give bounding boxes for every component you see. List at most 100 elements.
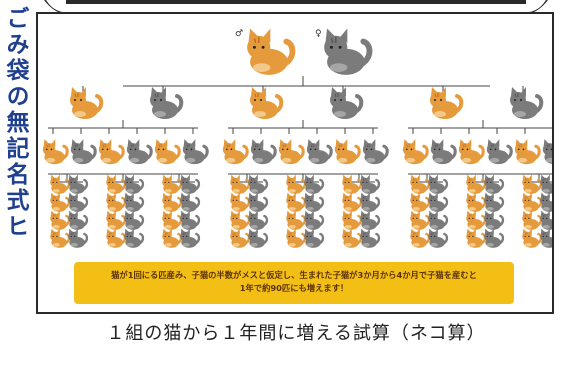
gen4-cat-2-2-1-0: [540, 174, 552, 194]
gen4-cat-2-0-1-2: [428, 210, 449, 230]
gen4-cat-2-2-1-3: [540, 228, 552, 248]
gen4-cat-1-2-1-0: [360, 174, 381, 194]
gen4-cat-0-1-1-1: [124, 192, 145, 212]
cat-icons: [42, 28, 552, 248]
gen4-cat-0-2-0-1: [162, 192, 183, 212]
gen4-cat-0-2-1-0: [180, 174, 201, 194]
cat-tree-diagram: ♂ ♀: [42, 28, 552, 248]
gen4-cat-1-2-1-3: [360, 228, 381, 248]
gen4-cat-2-2-0-2: [522, 210, 543, 230]
gen4-cat-1-0-0-1: [230, 192, 251, 212]
gen2-cat-orange-0: [70, 87, 104, 119]
gen4-cat-2-0-0-0: [410, 174, 431, 194]
gen4-cat-0-2-1-1: [180, 192, 201, 212]
gen4-cat-0-2-0-0: [162, 174, 183, 194]
parent-cat-male: [247, 28, 296, 75]
gen4-cat-0-0-1-0: [68, 174, 89, 194]
gen4-cat-0-1-1-2: [124, 210, 145, 230]
gen3-cat-0-5: [182, 139, 209, 165]
gen4-cat-1-0-1-2: [248, 210, 269, 230]
caption: １組の猫から１年間に増える試算（ネコ算）: [106, 323, 486, 344]
gen4-cat-1-0-1-0: [248, 174, 269, 194]
gen4-cat-0-2-1-2: [180, 210, 201, 230]
info-banner: 猫が1回にる匹産み、子猫の半数がメスと仮定し、生まれた子猫が3か月から4か月で子…: [74, 262, 514, 304]
gen2-cat-gray-2: [510, 87, 544, 119]
gen4-cat-2-1-1-0: [484, 174, 505, 194]
gen4-cat-1-1-1-3: [304, 228, 325, 248]
gen4-cat-2-1-1-2: [484, 210, 505, 230]
gen3-cat-2-5: [542, 139, 552, 164]
gen4-cat-0-1-1-3: [124, 228, 145, 248]
gen4-cat-0-0-0-0: [50, 174, 71, 194]
gen4-cat-1-2-1-1: [360, 192, 381, 212]
gen3-cat-0-0: [42, 139, 69, 165]
gen4-cat-0-2-1-3: [180, 228, 201, 248]
gen4-cat-2-2-0-0: [522, 174, 543, 194]
gen3-cat-1-4: [334, 139, 361, 165]
gen4-cat-0-0-0-3: [50, 228, 71, 248]
gen4-cat-1-1-1-1: [304, 192, 325, 212]
gen4-cat-2-0-0-2: [410, 210, 431, 230]
gen4-cat-1-2-0-0: [342, 174, 363, 194]
gen3-cat-1-0: [222, 139, 249, 165]
gen4-cat-0-0-1-1: [68, 192, 89, 212]
gen4-cat-0-1-1-0: [124, 174, 145, 194]
gen4-cat-0-0-1-3: [68, 228, 89, 248]
gen3-cat-2-2: [458, 139, 485, 165]
gen2-cat-gray-1: [330, 87, 364, 119]
gen4-cat-1-2-0-1: [342, 192, 363, 212]
gen4-cat-2-0-1-3: [428, 228, 449, 248]
gen4-cat-1-0-0-2: [230, 210, 251, 230]
gen3-cat-1-1: [250, 139, 277, 165]
gen3-cat-0-3: [126, 139, 153, 165]
gen4-cat-2-0-1-0: [428, 174, 449, 194]
gen4-cat-2-1-0-2: [466, 210, 487, 230]
gen4-cat-1-1-1-0: [304, 174, 325, 194]
gen4-cat-2-2-0-1: [522, 192, 543, 212]
gen4-cat-0-0-0-1: [50, 192, 71, 212]
gen4-cat-2-1-0-3: [466, 228, 487, 248]
gen4-cat-1-1-0-3: [286, 228, 307, 248]
gen3-cat-0-2: [98, 139, 125, 165]
gen4-cat-0-1-0-0: [106, 174, 127, 194]
gen4-cat-0-1-0-3: [106, 228, 127, 248]
gen4-cat-0-2-0-3: [162, 228, 183, 248]
gen3-cat-2-1: [430, 139, 457, 165]
gen3-cat-0-4: [154, 139, 181, 165]
side-title-strip: ごみ袋の無記名式ヒ: [0, 0, 30, 383]
gen4-cat-1-1-0-1: [286, 192, 307, 212]
gen4-cat-2-2-1-1: [540, 192, 552, 212]
gen2-cat-gray-0: [150, 87, 184, 119]
gen4-cat-1-0-1-1: [248, 192, 269, 212]
gen4-cat-2-1-0-1: [466, 192, 487, 212]
gen3-cat-0-1: [70, 139, 97, 165]
male-symbol: ♂: [235, 29, 243, 39]
gen4-cat-0-0-1-2: [68, 210, 89, 230]
gen4-cat-2-2-0-3: [522, 228, 543, 248]
gen4-cat-0-2-0-2: [162, 210, 183, 230]
gen4-cat-1-0-0-3: [230, 228, 251, 248]
gen4-cat-2-0-1-1: [428, 192, 449, 212]
gen4-cat-1-0-0-0: [230, 174, 251, 194]
side-title: ごみ袋の無記名式ヒ: [2, 6, 28, 240]
gen3-cat-1-2: [278, 139, 305, 165]
gen2-cat-orange-2: [430, 87, 464, 119]
female-symbol: ♀: [315, 29, 322, 39]
parent-cat-female: [324, 28, 373, 75]
gen4-cat-0-1-0-2: [106, 210, 127, 230]
gen4-cat-1-1-1-2: [304, 210, 325, 230]
diagram-frame: ♂ ♀ 猫が1回にる匹産み、子猫の半数がメスと仮定し、生まれた子猫が3か月から4…: [36, 12, 554, 314]
gen4-cat-2-0-0-3: [410, 228, 431, 248]
top-decoration: [44, 0, 548, 12]
gen3-cat-2-3: [486, 139, 513, 165]
gen4-cat-1-1-0-2: [286, 210, 307, 230]
gen4-cat-1-1-0-0: [286, 174, 307, 194]
gen4-cat-0-1-0-1: [106, 192, 127, 212]
gen4-cat-1-2-0-3: [342, 228, 363, 248]
gen3-cat-2-0: [402, 139, 429, 165]
gen4-cat-2-1-1-3: [484, 228, 505, 248]
gen4-cat-2-1-1-1: [484, 192, 505, 212]
gen4-cat-0-0-0-2: [50, 210, 71, 230]
gen2-cat-orange-1: [250, 87, 284, 119]
gen4-cat-2-2-1-2: [540, 210, 552, 230]
